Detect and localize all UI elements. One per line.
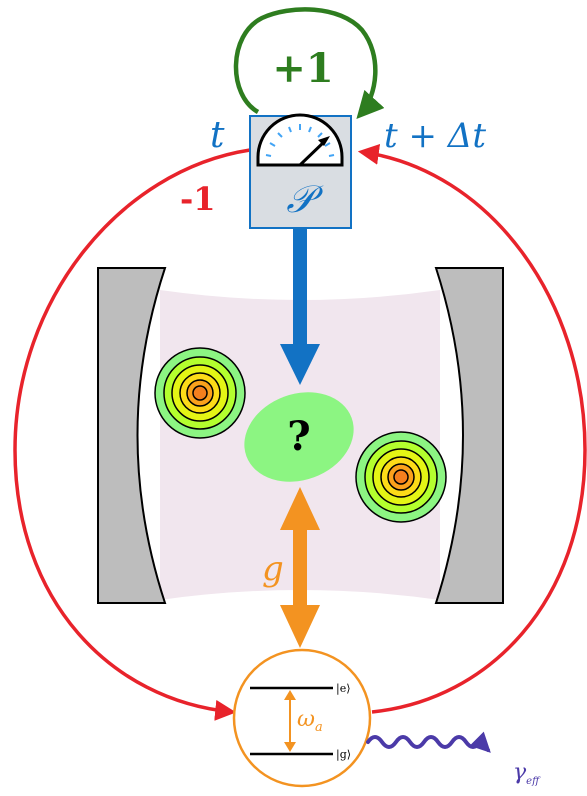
- atom-circle: [232, 648, 372, 788]
- question-mark: ?: [287, 413, 310, 460]
- ground-state-label: |g⟩: [336, 748, 351, 762]
- wavy-arrow-icon: [366, 731, 491, 753]
- coherent-state-right: [355, 431, 447, 523]
- green-self-loop: [233, 7, 385, 120]
- coupling-label: g: [262, 549, 284, 589]
- time-t-label: t: [210, 115, 225, 156]
- excited-state-label: |e⟩: [336, 682, 351, 696]
- analog-gauge-icon: [256, 113, 344, 167]
- plus-one-label: +1: [272, 45, 333, 92]
- measurement-arrow-shaft: [293, 228, 307, 348]
- measurement-arrow-head: [280, 344, 320, 385]
- transition-arrow: [284, 690, 296, 752]
- minus-one-label: -1: [180, 180, 216, 218]
- time-t-dt-label: t + Δt: [384, 116, 486, 156]
- unknown-state-ellipse: [244, 392, 354, 482]
- coupling-arrow: [280, 487, 320, 648]
- coherent-state-left: [154, 347, 246, 439]
- atom-frequency-label: ωa: [297, 707, 323, 735]
- left-mirror: [97, 267, 167, 604]
- decay-rate-label: γeff: [513, 760, 541, 787]
- feedback-loop-right: [357, 143, 587, 714]
- feedback-loop-left: [13, 148, 251, 721]
- right-mirror: [434, 267, 504, 604]
